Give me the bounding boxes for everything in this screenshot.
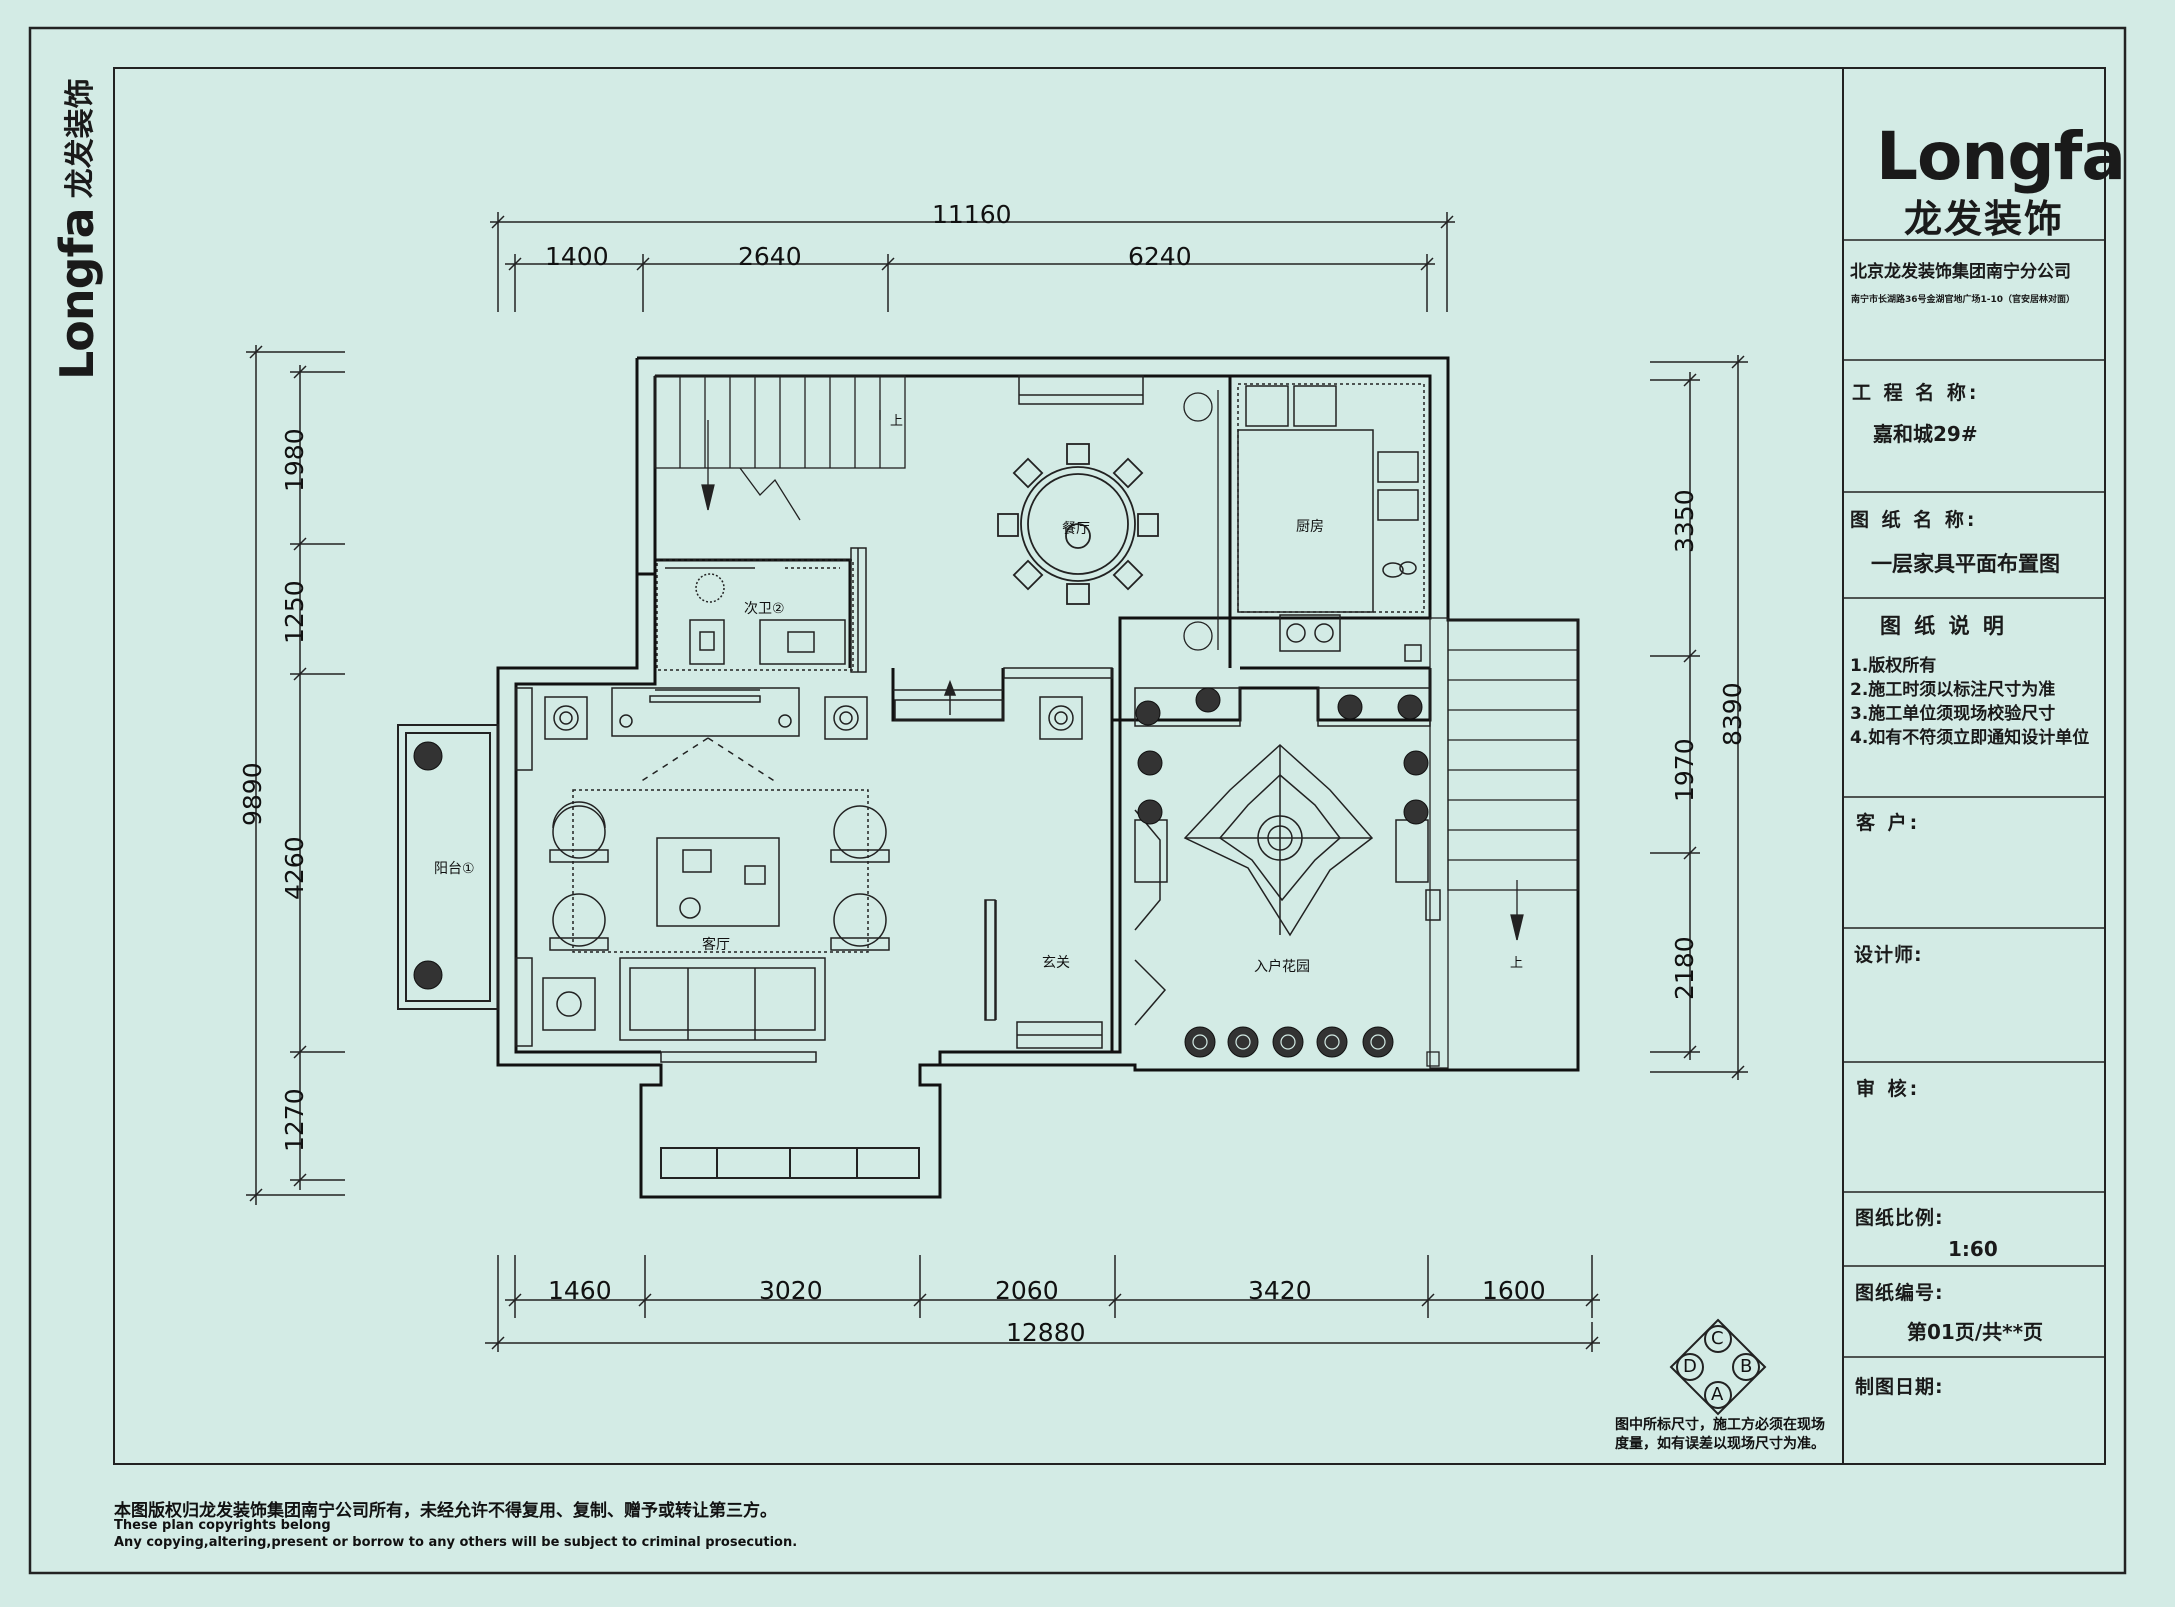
room-foyer: 玄关 — [1042, 955, 1070, 971]
note-4: 4.如有不符须立即通知设计单位 — [1850, 728, 2090, 748]
dim-bottom-3: 2060 — [995, 1276, 1059, 1305]
company-address: 南宁市长湖路36号金湖官地广场1-10（官安居林对面） — [1851, 295, 2076, 305]
side-logo-en: Longfa — [50, 208, 104, 380]
dim-top-3: 6240 — [1128, 242, 1192, 271]
dim-bottom-4: 3420 — [1248, 1276, 1312, 1305]
client-label: 客 户: — [1856, 812, 1921, 834]
site-note-1: 图中所标尺寸，施工方必须在现场 — [1615, 1417, 1825, 1433]
room-garden: 入户花园 — [1254, 959, 1310, 975]
room-dining: 餐厅 — [1062, 521, 1090, 537]
footer-cn: 本图版权归龙发装饰集团南宁公司所有，未经允许不得复用、复制、赠予或转让第三方。 — [114, 1501, 777, 1521]
stair-up-label-2: 上 — [1510, 956, 1524, 971]
dim-bottom-2: 3020 — [759, 1276, 823, 1305]
note-3: 3.施工单位须现场校验尺寸 — [1850, 704, 2056, 724]
footer-en-2: Any copying,altering,present or borrow t… — [114, 1535, 798, 1550]
drawing-label: 图 纸 名 称: — [1850, 509, 1978, 531]
number-value: 第01页/共**页 — [1907, 1320, 2044, 1344]
designer-label: 设计师: — [1854, 944, 1923, 966]
dim-right-1: 3350 — [1670, 489, 1699, 553]
site-note-2: 度量，如有误差以现场尺寸为准。 — [1615, 1436, 1825, 1452]
footer-en-1: These plan copyrights belong — [114, 1518, 331, 1533]
dim-top-total: 11160 — [932, 200, 1012, 229]
room-balcony: 阳台① — [434, 861, 475, 877]
dim-bottom-total: 12880 — [1006, 1318, 1086, 1347]
outer-border — [28, 26, 2127, 1575]
project-label: 工 程 名 称: — [1852, 382, 1980, 404]
compass-d: D — [1683, 1356, 1697, 1377]
compass-b: B — [1740, 1356, 1753, 1377]
dim-right-total: 8390 — [1718, 682, 1747, 746]
dim-top-1: 1400 — [545, 242, 609, 271]
room-living: 客厅 — [702, 937, 730, 953]
drawing-value: 一层家具平面布置图 — [1871, 552, 2060, 576]
note-1: 1.版权所有 — [1850, 656, 1937, 676]
side-logo-cn: 龙发装饰 — [63, 78, 98, 199]
date-label: 制图日期: — [1855, 1376, 1944, 1398]
dim-bottom-1: 1460 — [548, 1276, 612, 1305]
side-logo: Longfa 龙发装饰 — [50, 50, 104, 380]
dim-right-3: 2180 — [1670, 936, 1699, 1000]
dim-left-total: 9890 — [238, 762, 267, 826]
inner-frame — [113, 67, 2106, 1465]
dim-bottom-5: 1600 — [1482, 1276, 1546, 1305]
dim-left-3: 4260 — [280, 836, 309, 900]
brand-logo-cn: 龙发装饰 — [1904, 197, 2065, 241]
dim-left-1: 1980 — [280, 428, 309, 492]
dim-left-4: 1270 — [280, 1088, 309, 1152]
dim-left-2: 1250 — [280, 580, 309, 644]
brand-logo-en: Longfa — [1876, 118, 2126, 195]
compass-symbol — [1669, 1318, 1767, 1416]
note-2: 2.施工时须以标注尺寸为准 — [1850, 680, 2056, 700]
scale-label: 图纸比例: — [1855, 1207, 1944, 1229]
dim-top-2: 2640 — [738, 242, 802, 271]
notes-title: 图 纸 说 明 — [1880, 614, 2007, 638]
dim-right-2: 1970 — [1670, 738, 1699, 802]
room-bathroom: 次卫② — [744, 601, 785, 617]
compass-a: A — [1711, 1384, 1724, 1405]
number-label: 图纸编号: — [1855, 1282, 1944, 1304]
company-name: 北京龙发装饰集团南宁分公司 — [1850, 262, 2071, 282]
review-label: 审 核: — [1856, 1078, 1921, 1100]
compass-c: C — [1711, 1328, 1724, 1349]
project-value: 嘉和城29# — [1873, 422, 1978, 446]
stair-up-label-1: 上 — [890, 414, 904, 429]
scale-value: 1:60 — [1948, 1237, 1998, 1261]
room-kitchen: 厨房 — [1296, 519, 1324, 535]
